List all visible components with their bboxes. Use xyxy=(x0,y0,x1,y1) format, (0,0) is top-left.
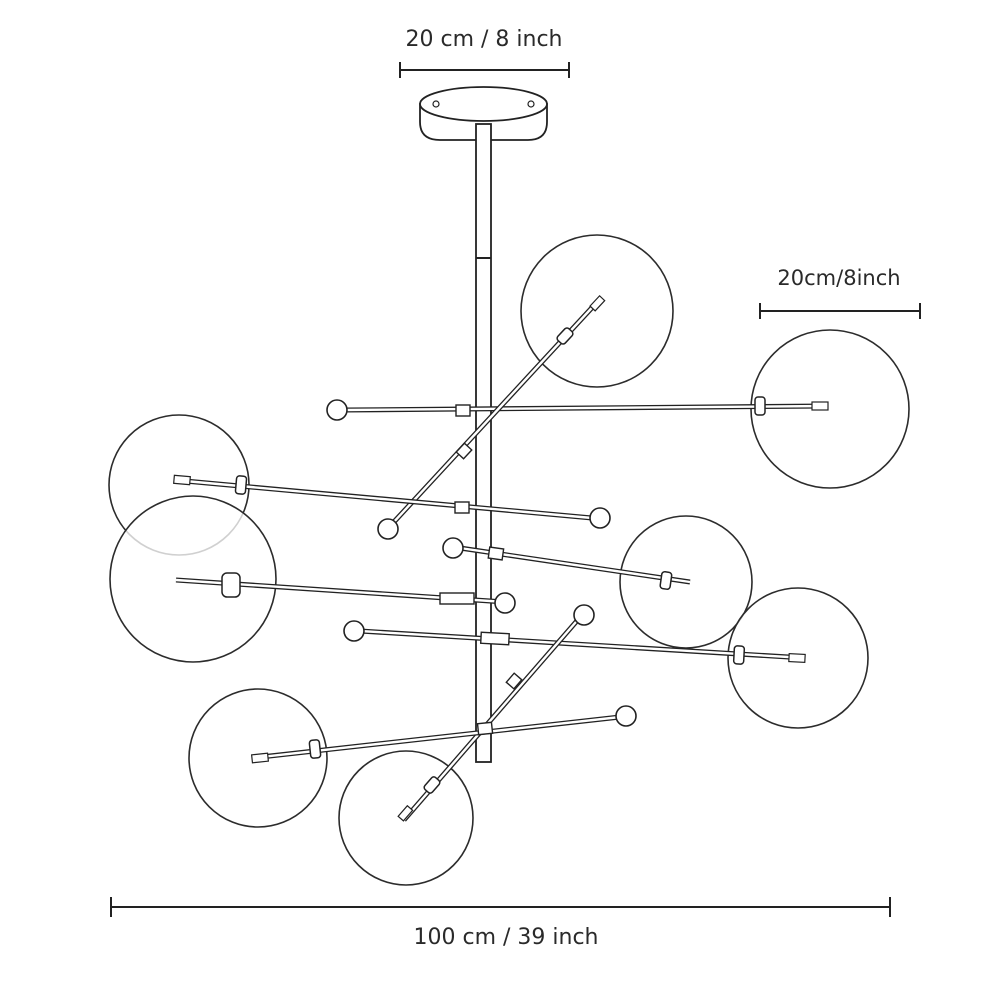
arm-diagonal-upper xyxy=(377,294,606,540)
arm-upper-right xyxy=(326,396,829,421)
globe-top-center xyxy=(520,234,674,388)
arm-upper-left xyxy=(173,474,611,529)
arm-lower-left xyxy=(250,705,637,764)
arm-diagonal-lower xyxy=(397,604,595,822)
canopy-dimension-line xyxy=(399,62,570,78)
arm-middle-right xyxy=(442,537,691,590)
arm-lower-right xyxy=(343,620,806,665)
overall-width-dimension-line xyxy=(110,897,891,917)
globe-dimension-line xyxy=(759,303,921,319)
overall-width-label: 100 cm / 39 inch xyxy=(413,925,599,950)
canopy-width-label: 20 cm / 8 inch xyxy=(405,27,563,52)
arm-middle-left xyxy=(175,572,516,614)
ceiling-canopy xyxy=(419,86,548,141)
glass-globes xyxy=(108,234,910,886)
central-stem xyxy=(475,123,492,763)
globe-diameter-label: 20cm/8inch xyxy=(777,266,901,290)
globe-right-top xyxy=(750,329,910,489)
